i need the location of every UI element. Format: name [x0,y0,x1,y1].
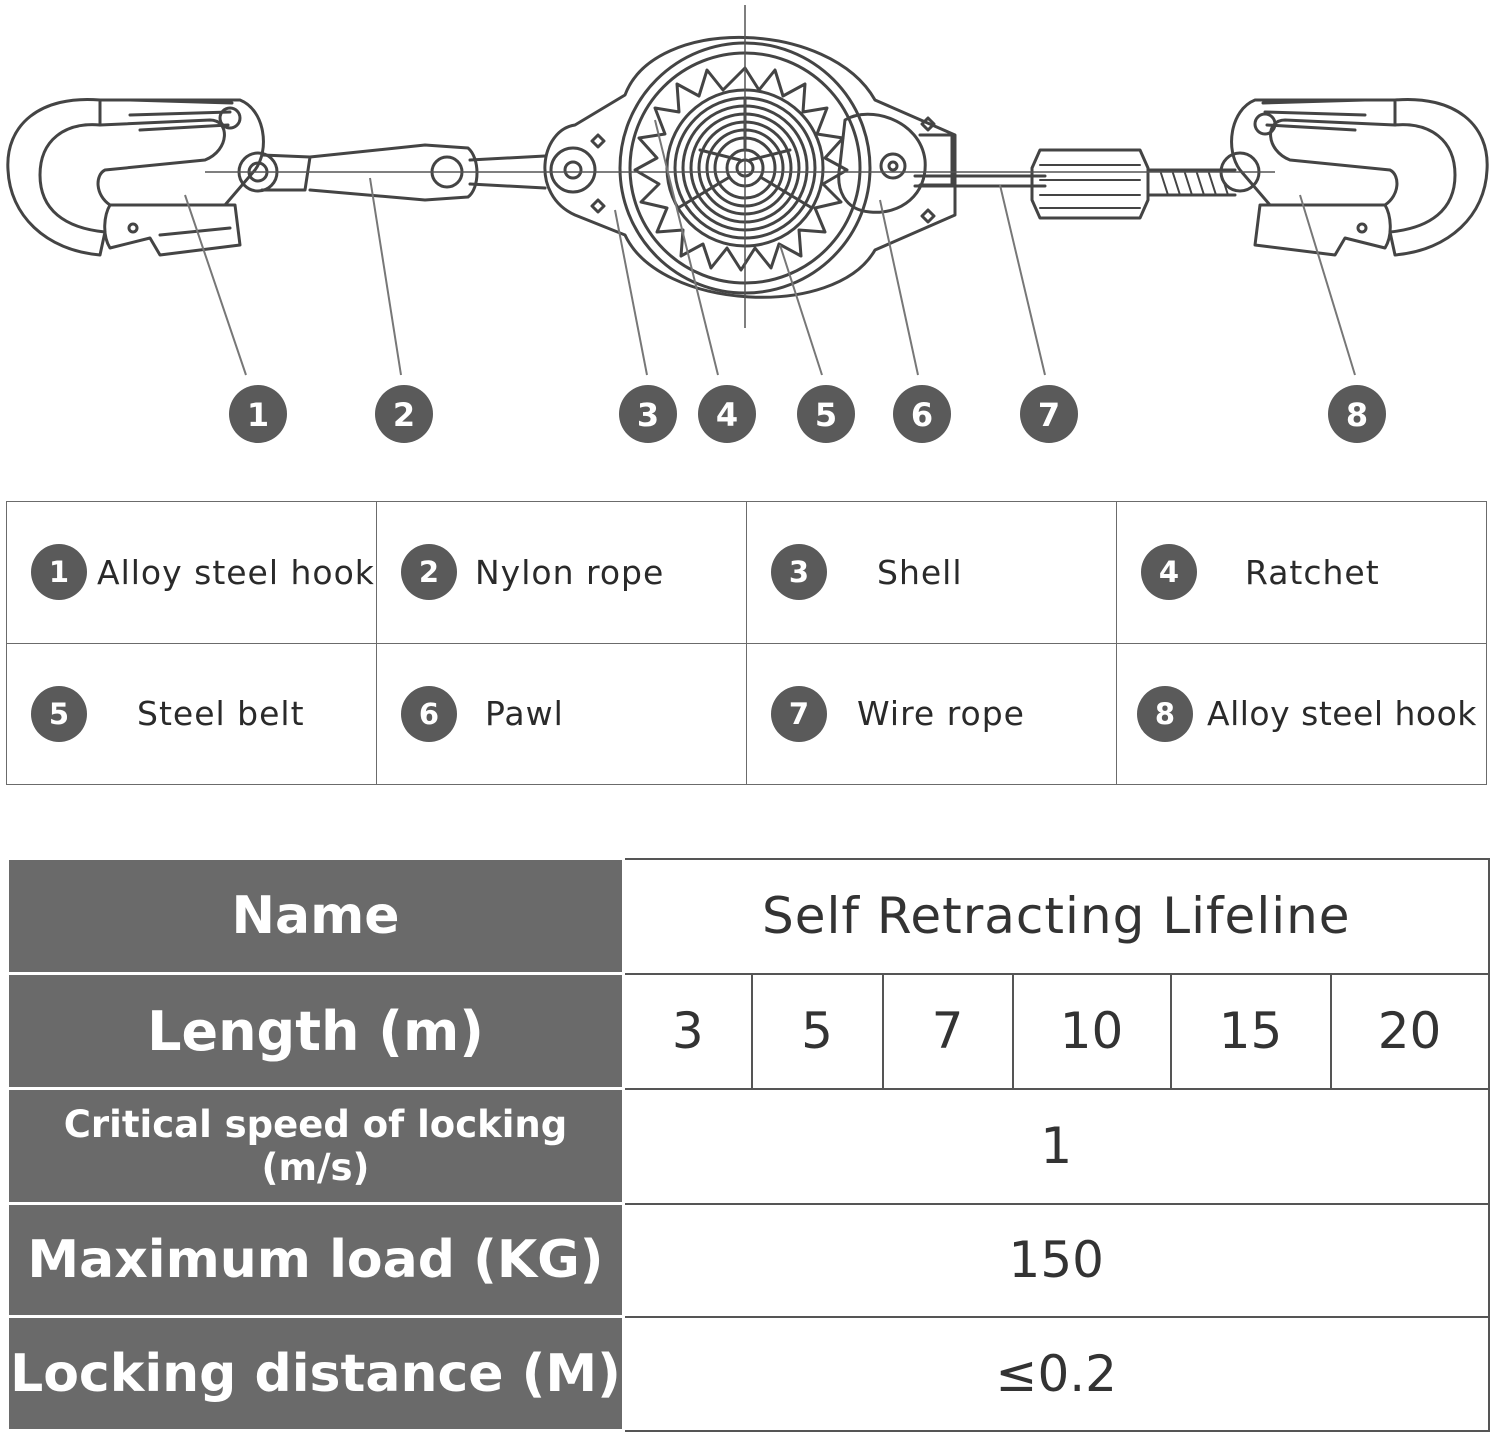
length-option: 20 [1329,972,1490,1090]
callout-number-4: 4 [716,396,738,434]
legend-label: Ratchet [1245,552,1380,592]
callout-number-6: 6 [911,396,933,434]
legend-badge: 2 [401,544,457,601]
legend-cell: 1 Alloy steel hook [6,501,377,644]
leader-lines [184,119,1356,376]
legend-label: Wire rope [857,694,1025,734]
callout-badge-5: 5 [797,385,855,443]
legend-label: Alloy steel hook [1207,694,1477,734]
length-option: 10 [1011,972,1172,1090]
legend-badge: 4 [1141,544,1197,601]
callout-badge-4: 4 [698,385,756,443]
legend-cell: 2 Nylon rope [376,501,747,644]
callout-number-5: 5 [815,396,837,434]
callout-badge-7: 7 [1020,385,1078,443]
callout-number-8: 8 [1346,396,1368,434]
legend-label: Steel belt [137,694,305,734]
callout-number-2: 2 [393,396,415,434]
legend-cell: 3 Shell [746,501,1117,644]
callout-badge-2: 2 [375,385,433,443]
legend-badge: 6 [401,685,457,742]
length-option: 3 [622,972,753,1090]
locking-distance-label: Locking distance (M) [6,1315,625,1432]
length-option: 5 [750,972,884,1090]
legend-label: Nylon rope [475,552,665,592]
wire-rope-drawing [913,148,1237,220]
legend-cell: 5 Steel belt [6,642,377,785]
spec-row-critical-speed: Critical speed of locking (m/s) 1 [6,1087,1490,1205]
callout-badge-6: 6 [893,385,951,443]
spec-row-length: Length (m) 3 5 7 10 15 20 [6,972,1490,1090]
max-load-value: 150 [622,1202,1490,1318]
legend-badge: 8 [1137,685,1193,742]
callout-number-7: 7 [1038,396,1060,434]
lifeline-diagram: 1 2 3 4 5 6 7 8 [6,5,1489,443]
callout-number-1: 1 [247,396,269,434]
spec-row-name: Name Self Retracting Lifeline [6,857,1490,975]
product-name: Self Retracting Lifeline [622,857,1490,975]
legend-label: Pawl [485,694,564,734]
legend-label: Alloy steel hook [97,552,375,592]
length-option: 15 [1169,972,1332,1090]
spec-row-max-load: Maximum load (KG) 150 [6,1202,1490,1318]
callout-badge-8: 8 [1328,385,1386,443]
legend-badge: 1 [31,544,87,601]
callout-badge-3: 3 [619,385,677,443]
legend-badge: 7 [771,685,827,742]
parts-legend-table: 1 Alloy steel hook 2 Nylon rope 3 Shell … [6,501,1487,785]
callout-number-3: 3 [637,396,659,434]
length-label: Length (m) [6,972,625,1090]
legend-label: Shell [877,552,963,592]
legend-badge: 3 [771,544,827,601]
critical-speed-value: 1 [622,1087,1490,1205]
legend-cell: 8 Alloy steel hook [1116,642,1487,785]
name-label: Name [6,857,625,975]
right-hook-drawing [1219,97,1489,257]
callout-badge-1: 1 [229,385,287,443]
legend-cell: 4 Ratchet [1116,501,1487,644]
locking-distance-value: ≤0.2 [622,1315,1490,1432]
legend-row: 5 Steel belt 6 Pawl 7 Wire rope 8 Alloy … [6,642,1487,785]
legend-badge: 5 [31,685,87,742]
legend-cell: 6 Pawl [376,642,747,785]
spec-row-locking-distance: Locking distance (M) ≤0.2 [6,1315,1490,1432]
specifications-table: Name Self Retracting Lifeline Length (m)… [6,857,1490,1432]
left-hook-drawing [6,97,265,257]
critical-speed-label: Critical speed of locking (m/s) [6,1087,625,1205]
legend-cell: 7 Wire rope [746,642,1117,785]
legend-row: 1 Alloy steel hook 2 Nylon rope 3 Shell … [6,501,1487,644]
length-option: 7 [881,972,1014,1090]
max-load-label: Maximum load (KG) [6,1202,625,1318]
